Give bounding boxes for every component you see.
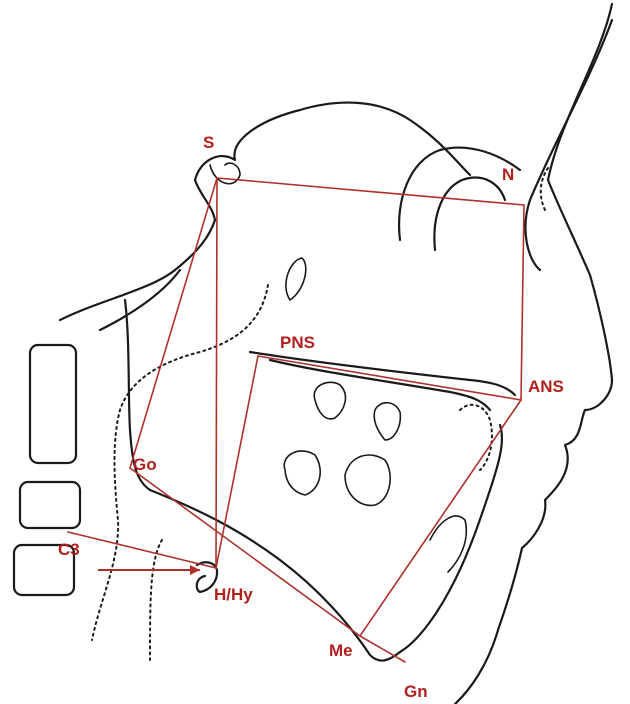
landmark-label-c3: C3 xyxy=(58,540,80,559)
landmark-label-pns: PNS xyxy=(280,333,315,352)
landmark-label-n: N xyxy=(502,165,514,184)
landmark-label-ans: ANS xyxy=(528,377,564,396)
landmark-label-go: Go xyxy=(133,455,157,474)
line-s-h xyxy=(216,178,217,568)
landmark-label-gn: Gn xyxy=(404,682,428,701)
landmark-label-me: Me xyxy=(329,641,353,660)
landmark-label-s: S xyxy=(203,133,214,152)
landmark-label-h-hy: H/Hy xyxy=(214,585,253,604)
